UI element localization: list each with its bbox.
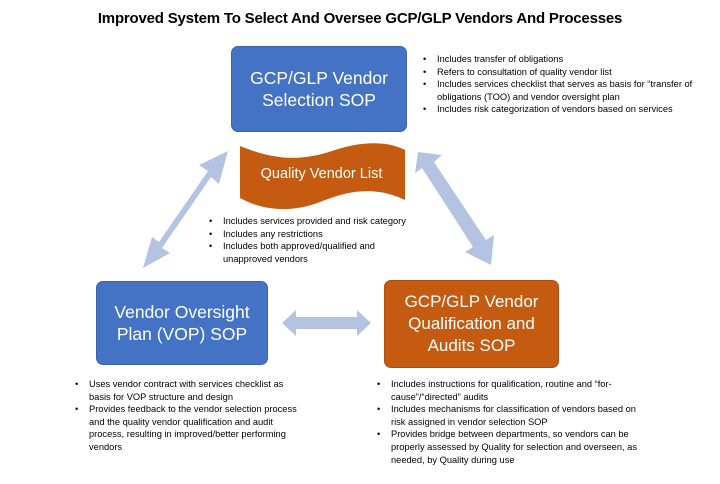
note-item: Includes any restrictions [206, 228, 436, 241]
arrow-vop-qualification [282, 310, 371, 336]
arrow-vop-selection [143, 151, 228, 268]
note-item: Provides feedback to the vendor selectio… [72, 403, 304, 453]
vop-sop-box: Vendor Oversight Plan (VOP) SOP [96, 281, 268, 365]
note-item: Includes services provided and risk cate… [206, 215, 436, 228]
note-item: Includes risk categorization of vendors … [420, 103, 715, 116]
vop-sop-label: Vendor Oversight Plan (VOP) SOP [114, 302, 250, 344]
quality-vendor-list-label: Quality Vendor List [260, 166, 383, 182]
qualification-sop-label: GCP/GLP Vendor Qualification and Audits … [404, 292, 539, 355]
quality-vendor-list-banner [240, 143, 405, 210]
note-item: Includes both approved/qualified and una… [206, 240, 393, 265]
vop-sop-notes: Uses vendor contract with services check… [72, 378, 304, 454]
diagram-title: Improved System To Select And Oversee GC… [97, 10, 623, 27]
vendor-selection-sop-label: GCP/GLP Vendor Selection SOP [250, 68, 388, 110]
quality-vendor-list-notes: Includes services provided and risk cate… [206, 215, 436, 265]
note-item: Provides bridge between departments, so … [374, 428, 650, 466]
note-item: Includes instructions for qualification,… [374, 378, 650, 403]
note-item: Includes mechanisms for classification o… [374, 403, 650, 428]
note-item: Includes transfer of obligations [420, 53, 715, 66]
note-item: Uses vendor contract with services check… [72, 378, 304, 403]
qualification-sop-notes: Includes instructions for qualification,… [374, 378, 650, 466]
arrow-selection-qualification [415, 152, 494, 265]
note-item: Includes services checklist that serves … [420, 78, 715, 103]
qualification-sop-box: GCP/GLP Vendor Qualification and Audits … [384, 280, 559, 368]
note-item: Refers to consultation of quality vendor… [420, 66, 715, 79]
vendor-selection-sop-box: GCP/GLP Vendor Selection SOP [231, 46, 407, 132]
selection-sop-notes: Includes transfer of obligations Refers … [420, 53, 715, 116]
